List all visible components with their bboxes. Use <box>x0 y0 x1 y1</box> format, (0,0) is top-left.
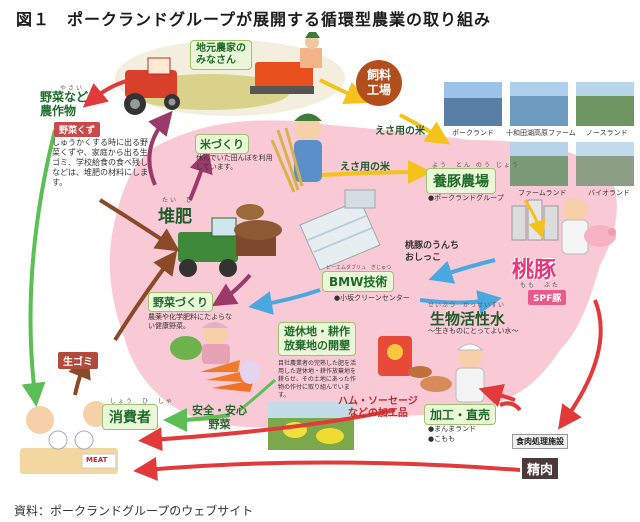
red-tractor-illustration <box>124 57 180 115</box>
compost-tractor-illustration <box>178 204 282 277</box>
bio-water-ruby: せいぶつ かっせいすい <box>428 302 506 309</box>
photo-caption-towada: 十和田湖高原ファーム <box>506 129 576 137</box>
arrow-farmers-to-feed <box>319 78 369 105</box>
arrow-vegetables-to-consumers <box>163 407 231 432</box>
vegetable-growing-description: 農薬や化学肥料にたよらない健康野菜。 <box>148 313 232 330</box>
farm-waste-tag: 野菜くず <box>54 122 101 137</box>
photo-caption-porkland: ポークランド <box>452 129 494 137</box>
arrow-bmw-to-biowater <box>419 290 502 314</box>
photo-caption-bioland: バイオランド <box>588 189 630 197</box>
rice-growing-description: 休んでいた田んぼを利用しています。 <box>196 154 273 171</box>
bio-water-title: 生物活性水 <box>430 310 506 328</box>
processed-goods-label: ハム・ソーセージ などの加工品 <box>338 396 418 419</box>
feed-factory-circle: 飼料 工場 <box>356 60 402 106</box>
meat-plant-label: 食肉処理施設 <box>512 434 568 449</box>
compost-label: 堆肥 <box>158 207 192 227</box>
processing-sales-title: 加工・直売 <box>424 404 497 425</box>
arrow-compost-to-rice <box>188 148 213 201</box>
feed-rice-label-2: えさ用の米 <box>340 162 390 173</box>
vegetable-farmer-illustration <box>202 322 230 364</box>
arrow-kitchenwaste-to-compost <box>113 250 178 342</box>
local-farmers-label: 地元農家の みなさん <box>190 40 252 70</box>
harvester-illustration <box>250 32 322 94</box>
arrow-manure-to-bmw <box>428 258 496 284</box>
arrow-processing-to-consumers <box>138 408 396 452</box>
arrow-compost-to-farmers <box>147 110 173 186</box>
arrow-pigfarm-to-momobuta <box>523 199 546 239</box>
arrow-meat-to-consumers <box>133 457 521 481</box>
bio-water-sub: 〜生きものにとってよい水〜 <box>428 327 519 335</box>
bmw-plant-illustration <box>299 189 381 271</box>
arrow-compost-to-vegetables <box>211 273 252 307</box>
compost-ruby: たい ひ <box>162 197 195 204</box>
arrow-bmw-to-vegetables <box>248 288 321 315</box>
manure-label: 桃豚のうんち おしっこ <box>405 241 460 263</box>
figure-title: 図１ ポークランドグループが展開する循環型農業の取り組み <box>16 10 492 29</box>
arrow-rice-to-pigfarm <box>321 160 432 185</box>
meat-sign: MEAT <box>86 456 108 464</box>
arrow-farmers-to-crops <box>82 78 131 108</box>
pig-farmer-illustration <box>561 198 616 255</box>
arrow-waste-to-compost <box>98 198 180 252</box>
arrow-crops-to-consumers <box>21 129 57 407</box>
crops-label: 野菜など 農作物 <box>40 90 89 118</box>
arrow-feed-to-pigfarm <box>399 113 451 145</box>
photo-caption-northland: ノースランド <box>586 129 628 137</box>
bmw-title: BMW技術 <box>322 271 395 292</box>
kitchen-waste-tag: 生ゴミ <box>58 352 98 369</box>
consumers-label: 消費者 <box>102 404 158 430</box>
crops-ruby-1: やさい <box>60 85 85 92</box>
momobuta-ruby: もも ぶた <box>520 282 561 289</box>
bmw-ruby: ビーエムダブリュ ぎじゅつ <box>326 265 392 271</box>
feed-rice-label-1: えさ用の米 <box>375 126 425 137</box>
vegetables-illustration <box>170 336 260 392</box>
momobuta-label: 桃豚 <box>512 258 557 283</box>
arrow-consumers-to-kitchenwaste <box>68 353 91 396</box>
processing-worker-illustration <box>420 343 485 403</box>
ham-products-illustration <box>378 336 432 378</box>
arrow-meatplant-to-processing <box>499 401 522 412</box>
safe-vegetables-label: 安全・安心 野菜 <box>192 404 247 431</box>
spf-tag: SPF豚 <box>528 290 567 305</box>
pig-farm-title: 養豚農場 <box>426 168 496 194</box>
vegetable-growing-title: 野菜づくり <box>148 292 213 312</box>
idle-land-description: 目社農業者の完熟した肥を活用した遊休地・耕作放棄地を耕らせ、その土地にあった作物… <box>278 360 357 399</box>
idle-land-title: 遊休地・耕作 放棄地の開墾 <box>278 322 356 356</box>
bmw-sub: ●小坂クリーンセンター <box>334 294 410 302</box>
pig-farm-ruby: よう とん のう じょう <box>432 162 520 169</box>
photo-caption-farmland: ファームランド <box>518 189 567 197</box>
rice-growing-title: 米づくり <box>195 134 249 154</box>
rice-farmer-illustration <box>270 113 322 193</box>
pig-farm-sub: ●ポークランドグループ <box>428 194 504 202</box>
farm-waste-description: しゅうかくする時に出る野菜くずや、家庭から出る生ゴミ、学校給食の食べ残しなどは、… <box>52 138 148 187</box>
source-note: 資料：ポークランドグループのウェブサイト <box>14 504 254 518</box>
consumers-ruby: しょう ひ しゃ <box>110 398 175 405</box>
arrow-momobuta-to-meatplant <box>558 299 603 430</box>
consumer-family-illustration <box>20 401 118 474</box>
processing-sales-items: ●まんまランド ●こもも <box>428 425 477 443</box>
arrow-idleland-to-vegetables <box>239 378 277 412</box>
meat-label: 精肉 <box>522 458 559 479</box>
